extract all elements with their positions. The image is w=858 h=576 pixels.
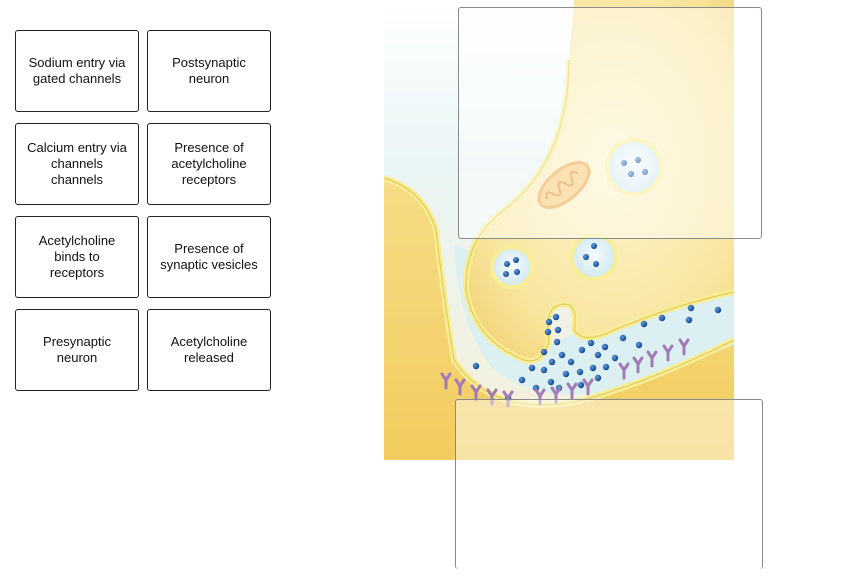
label-text: Sodium entry via gated channels: [28, 55, 126, 86]
synapse-illustration: [384, 0, 734, 460]
label-tile-postsynaptic-neuron[interactable]: Postsynaptic neuron: [147, 30, 271, 112]
synaptic-vesicle-2: [490, 245, 534, 289]
synaptic-vesicle-1: [605, 138, 663, 196]
acetylcholine-molecules: [472, 304, 722, 402]
mitochondrion: [537, 161, 591, 209]
label-text: Presence of synaptic vesicles: [160, 241, 258, 272]
drop-target-lower[interactable]: [455, 399, 763, 569]
label-tile-presynaptic-neuron[interactable]: Presynaptic neuron: [15, 309, 139, 391]
synaptic-vesicle-3: [570, 233, 618, 281]
label-tile-acetylcholine-receptors[interactable]: Presence of acetylcholine receptors: [147, 123, 271, 205]
label-tile-acetylcholine-released[interactable]: Acetylcholine released: [147, 309, 271, 391]
label-tile-synaptic-vesicles[interactable]: Presence of synaptic vesicles: [147, 216, 271, 298]
acetylcholine-receptors: [440, 338, 690, 408]
label-text: Presynaptic neuron: [43, 334, 111, 365]
label-text: Presence of acetylcholine receptors: [171, 140, 247, 187]
label-text: Calcium entry via channels channels: [27, 140, 127, 187]
label-tile-acetylcholine-binds[interactable]: Acetylcholine binds to receptors: [15, 216, 139, 298]
postsynaptic-region: [384, 178, 734, 460]
label-text: Postsynaptic neuron: [172, 55, 246, 86]
label-text: Acetylcholine released: [170, 334, 248, 365]
label-tile-calcium-entry[interactable]: Calcium entry via channels channels: [15, 123, 139, 205]
label-tile-sodium-entry[interactable]: Sodium entry via gated channels: [15, 30, 139, 112]
label-text: Acetylcholine binds to receptors: [38, 233, 116, 280]
drop-target-upper[interactable]: [458, 7, 762, 239]
